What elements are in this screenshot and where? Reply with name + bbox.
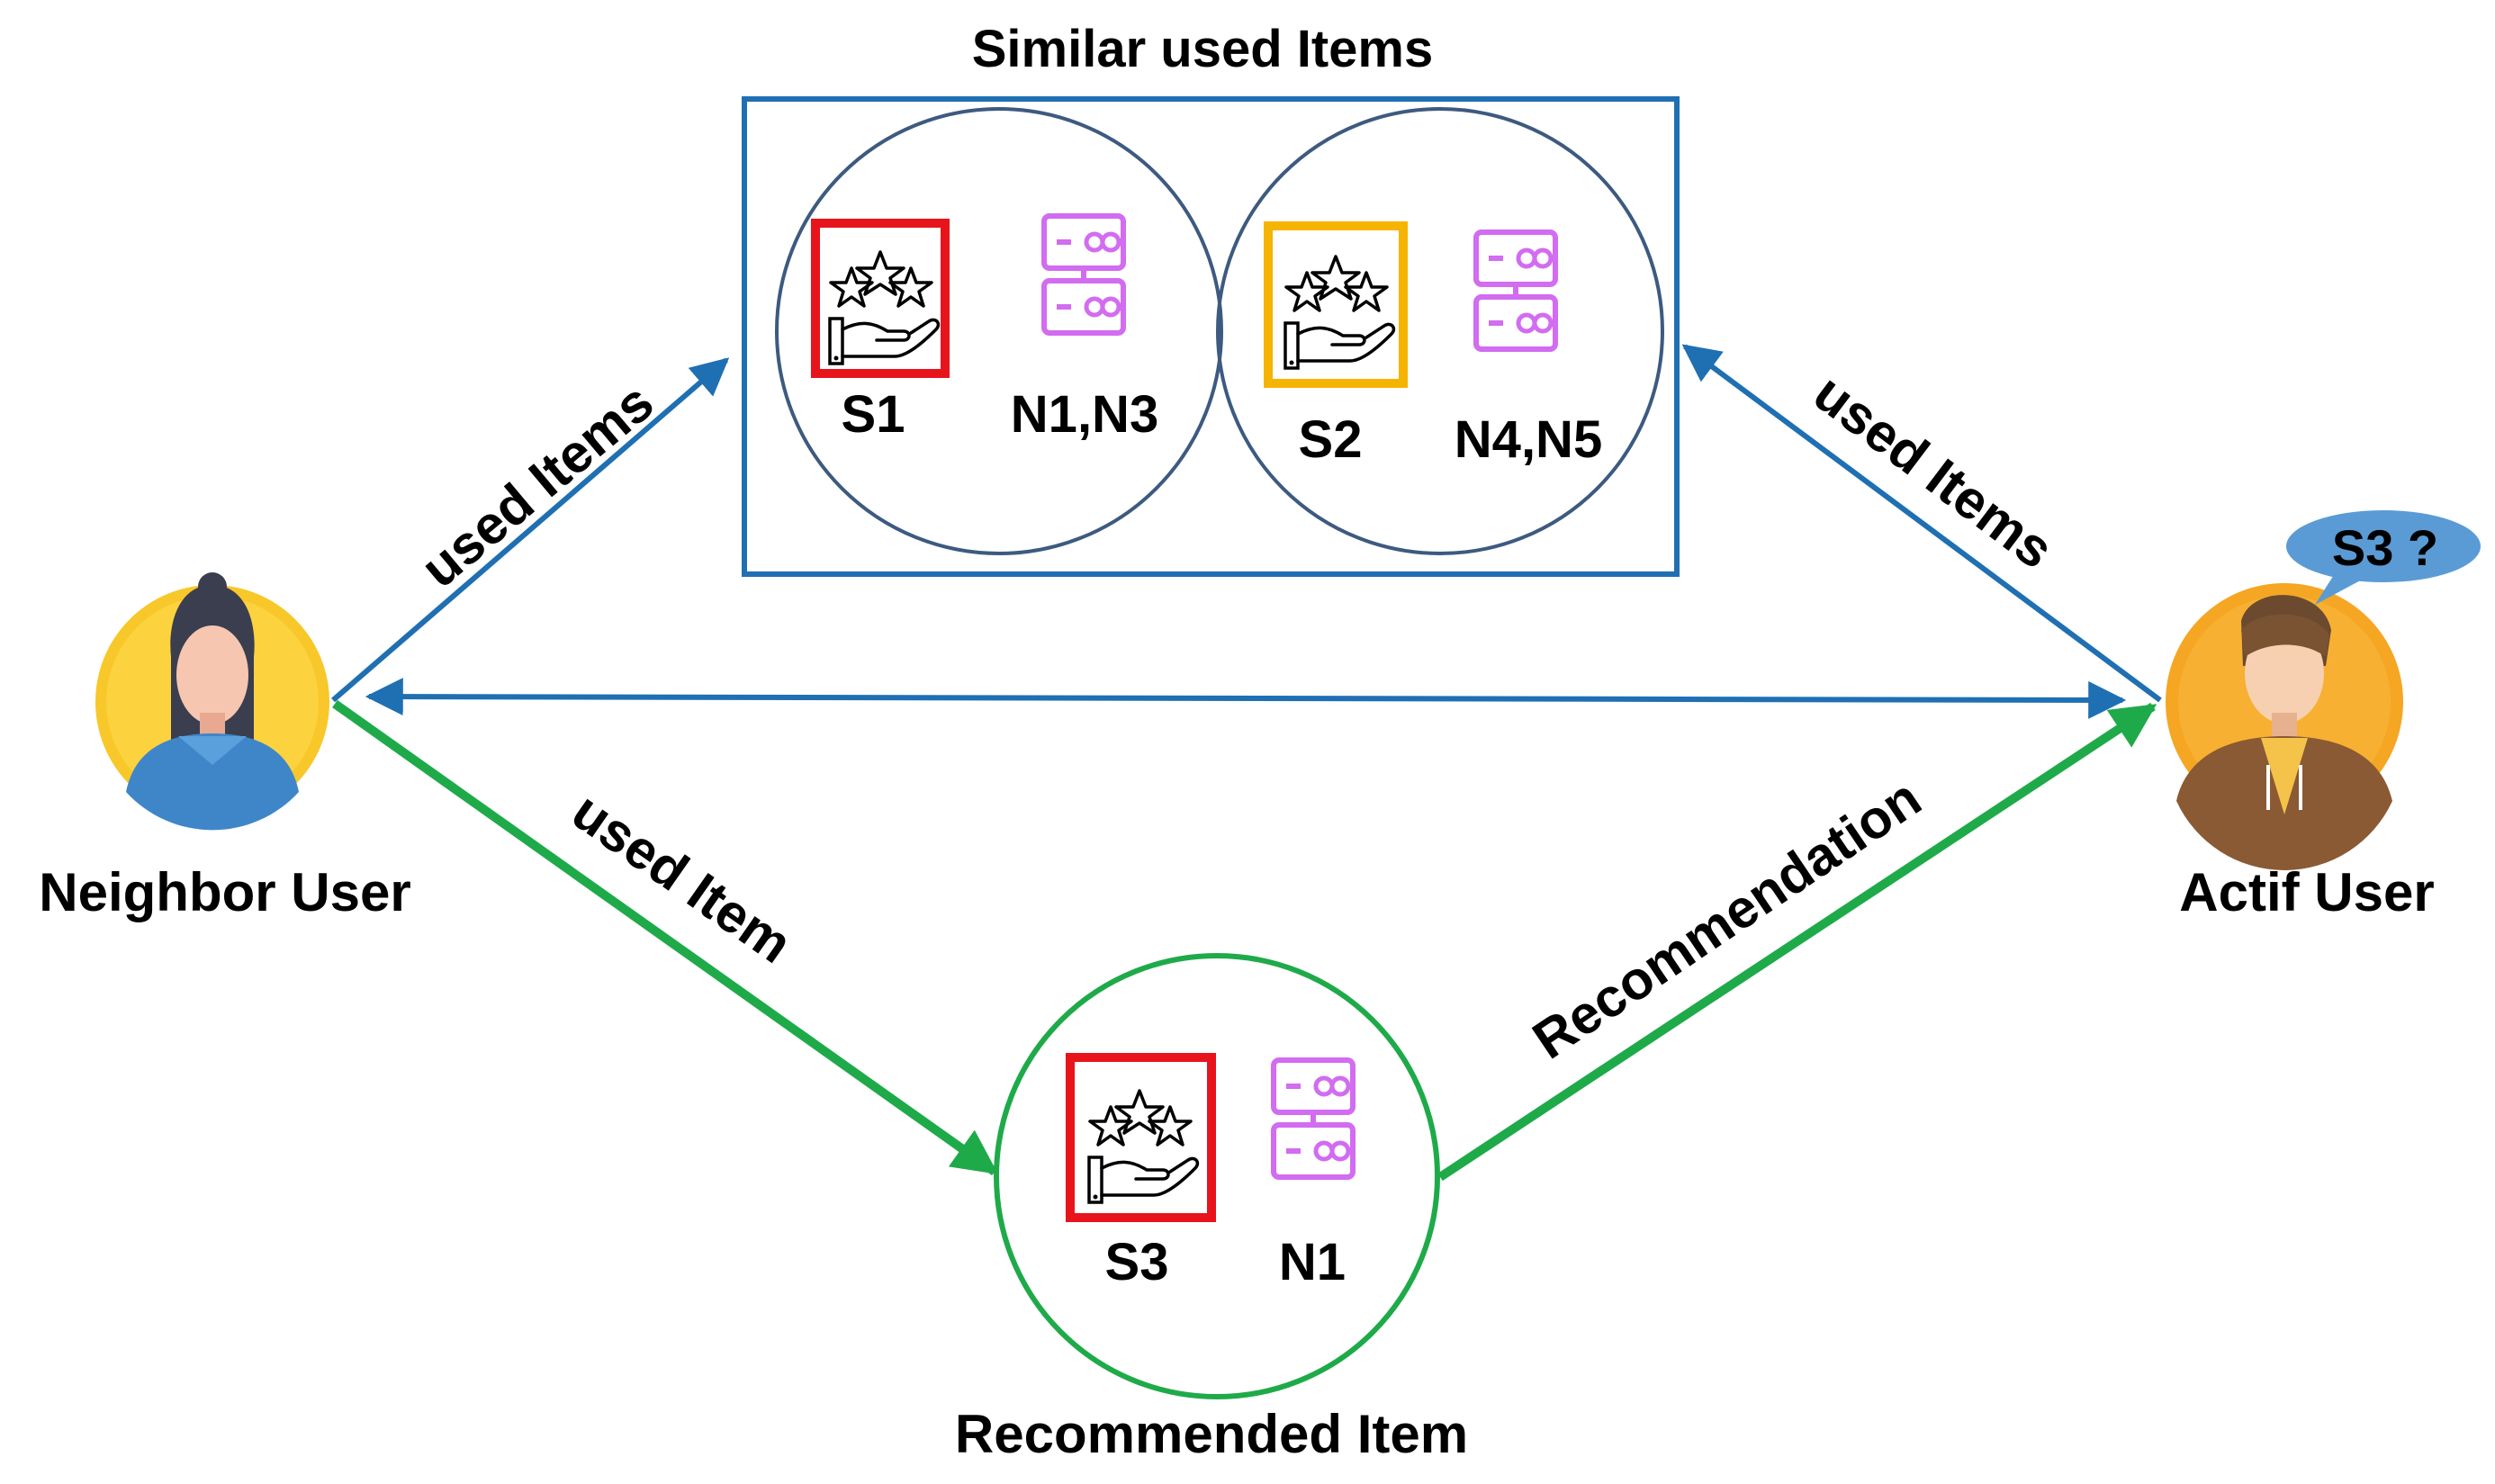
recommended-item-label: Recommended Item [955, 1404, 1468, 1464]
server-rack-icon [1274, 1060, 1353, 1177]
neighbor-user-avatar [95, 572, 329, 831]
edge-label-neighbor-used-items: used Items [410, 372, 664, 599]
neighbor-user-label: Neighbor User [39, 862, 410, 922]
service-s2-frame [1264, 221, 1408, 388]
actif-to-similar-arrow [1681, 344, 2162, 703]
service-s3-label: S3 [1105, 1233, 1169, 1291]
service-s2-label: S2 [1299, 410, 1363, 469]
nodes-n1-n3-label: N1,N3 [1011, 385, 1158, 444]
node-n1-label: N1 [1279, 1233, 1346, 1291]
neighbor-actif-link-arrow [365, 678, 2127, 719]
recommended-item-circle [994, 953, 1440, 1399]
edge-label-recommendation: Recommendation [1522, 767, 1932, 1070]
actif-user-avatar [2166, 583, 2403, 871]
neighbor-to-recommended-arrow [332, 699, 999, 1176]
similar-items-title: Similar used Items [972, 20, 1434, 78]
service-s1-label: S1 [842, 385, 905, 444]
thought-bubble-label: S3 ? [2332, 519, 2438, 576]
server-rack-icon [1476, 232, 1555, 349]
server-rack-icon [1044, 216, 1123, 333]
service-s3-frame [1066, 1053, 1216, 1222]
thought-bubble [2286, 510, 2481, 605]
neighbor-to-similar-arrow [331, 357, 730, 703]
recommended-to-actif-arrow [1437, 702, 2157, 1182]
group-1-circle [775, 107, 1223, 555]
edge-label-actif-used-items: used Items [1803, 363, 2065, 580]
nodes-n4-n5-label: N4,N5 [1455, 410, 1602, 469]
similar-items-frame [742, 96, 1680, 577]
actif-user-label: Actif User [2179, 862, 2434, 922]
service-s1-frame [811, 219, 950, 378]
group-2-circle [1216, 107, 1664, 555]
